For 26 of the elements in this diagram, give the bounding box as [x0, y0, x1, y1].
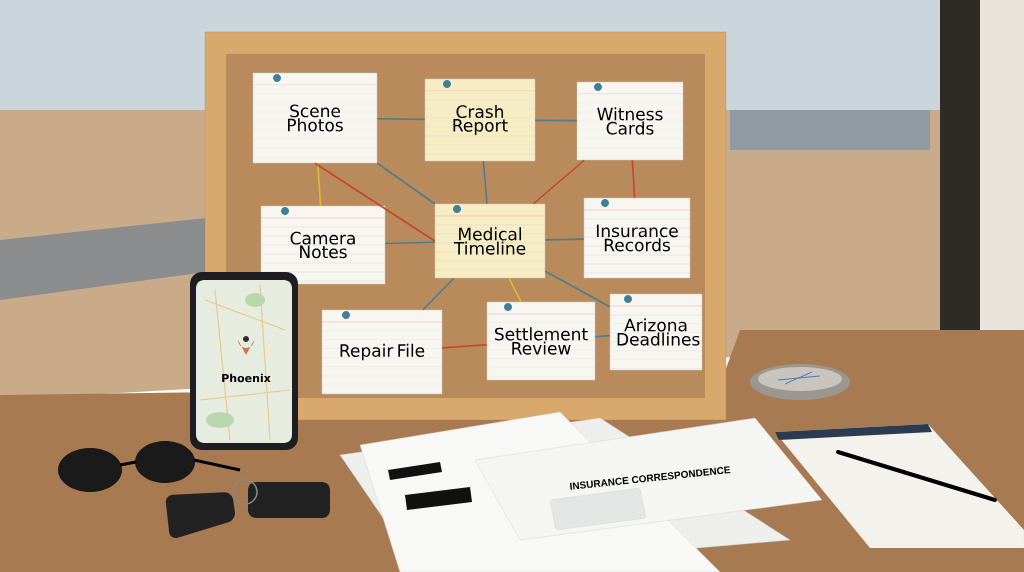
index-card: Crash Report: [424, 78, 536, 162]
string: [376, 117, 426, 121]
string: [384, 241, 436, 245]
index-card: Settlement Review: [486, 301, 596, 381]
string: [534, 119, 578, 122]
string: [631, 159, 636, 199]
index-card: Repair File: [321, 309, 443, 395]
string: [544, 270, 611, 308]
index-card: Medical Timeline: [434, 203, 546, 279]
string: [544, 238, 585, 241]
string: [532, 159, 586, 205]
map-label: Phoenix: [222, 373, 271, 383]
index-card: Camera Notes: [260, 205, 386, 285]
string: [422, 277, 455, 311]
index-card: Scene Photos: [252, 72, 378, 164]
string: [482, 160, 488, 205]
index-card: Arizona Deadlines: [609, 293, 703, 371]
index-card: Insurance Records: [583, 197, 691, 279]
envelope-label: INSURANCE CORRESPONDENCE: [569, 466, 731, 490]
string: [508, 277, 522, 303]
string: [441, 343, 488, 349]
string: [314, 162, 436, 242]
string: [317, 162, 322, 207]
string: [594, 334, 611, 338]
string: [376, 162, 436, 205]
index-card: Witness Cards: [576, 81, 684, 161]
